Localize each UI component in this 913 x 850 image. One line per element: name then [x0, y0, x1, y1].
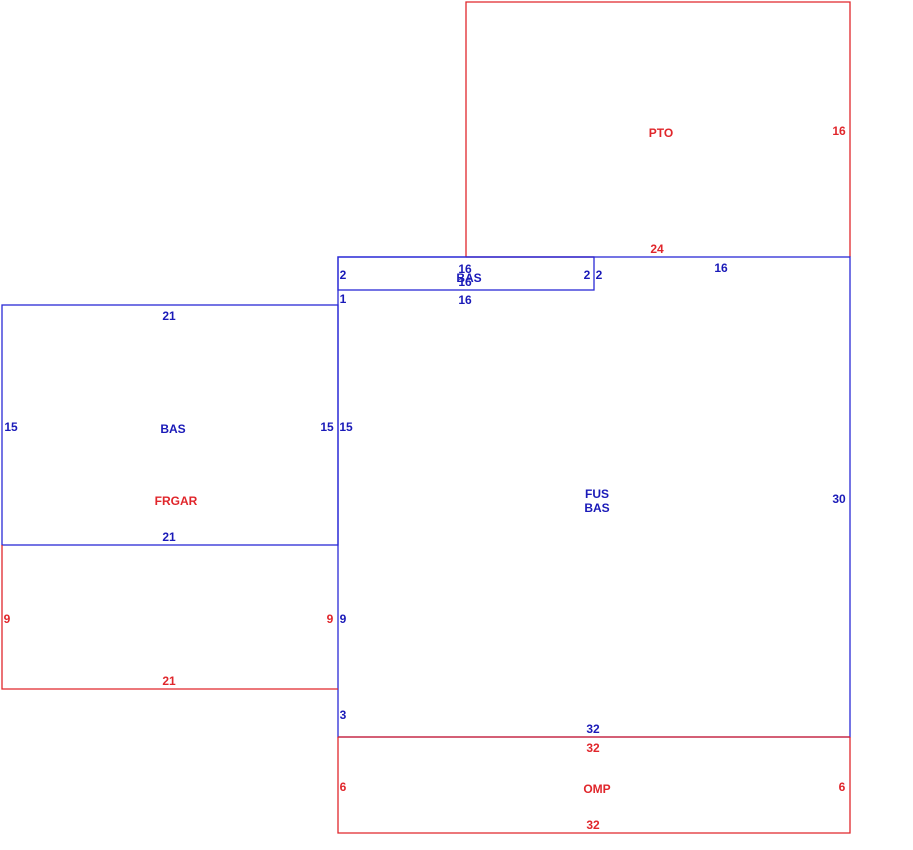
- dim-bas-left-right: 15: [320, 420, 334, 434]
- dim-frgar-right: 9: [327, 612, 334, 626]
- dim-omp-top: 32: [586, 741, 600, 755]
- dim-main-left-bottom: 3: [340, 708, 347, 722]
- dim-strip-left: 2: [340, 268, 347, 282]
- dim-strip-top: 16: [458, 262, 472, 276]
- dim-main-left-mid: 15: [339, 420, 353, 434]
- frgar-outline: [1, 545, 338, 690]
- bas-left-outline: [1, 304, 339, 546]
- dim-main-left-low: 9: [340, 612, 347, 626]
- dim-bas-left-bottom: 21: [162, 530, 176, 544]
- dim-strip-bottom: 16: [458, 293, 472, 307]
- dim-bas-left-top: 21: [162, 309, 176, 323]
- dim-main-right: 30: [832, 492, 846, 506]
- pto-outline: [465, 1, 851, 257]
- area-label-pto: PTO: [649, 126, 673, 140]
- bas-strip-outline: [337, 256, 595, 291]
- dim-main-left-top: 1: [340, 292, 347, 306]
- area-label-bas-strip: BAS: [456, 271, 481, 285]
- dim-omp-bottom: 32: [586, 818, 600, 832]
- dim-omp-right: 6: [839, 780, 846, 794]
- area-label-bas-main: BAS: [584, 501, 609, 515]
- area-label-fus: FUS: [585, 487, 609, 501]
- omp-outline: [337, 737, 851, 834]
- area-label-frgar: FRGAR: [155, 494, 198, 508]
- dim-main-top-right: 16: [714, 261, 728, 275]
- dim-frgar-bottom: 21: [162, 674, 176, 688]
- area-label-bas-left: BAS: [160, 422, 185, 436]
- dim-strip-right-b: 2: [596, 268, 603, 282]
- dim-frgar-left: 9: [4, 612, 11, 626]
- dim-main-bottom: 32: [586, 722, 600, 736]
- dim-strip-inner: 16: [458, 275, 472, 289]
- area-label-omp: OMP: [583, 782, 610, 796]
- dim-omp-left: 6: [340, 780, 347, 794]
- dim-bas-left-left: 15: [4, 420, 18, 434]
- dim-strip-right-a: 2: [584, 268, 591, 282]
- dim-pto-bottom: 24: [650, 242, 664, 256]
- dim-pto-right: 16: [832, 124, 846, 138]
